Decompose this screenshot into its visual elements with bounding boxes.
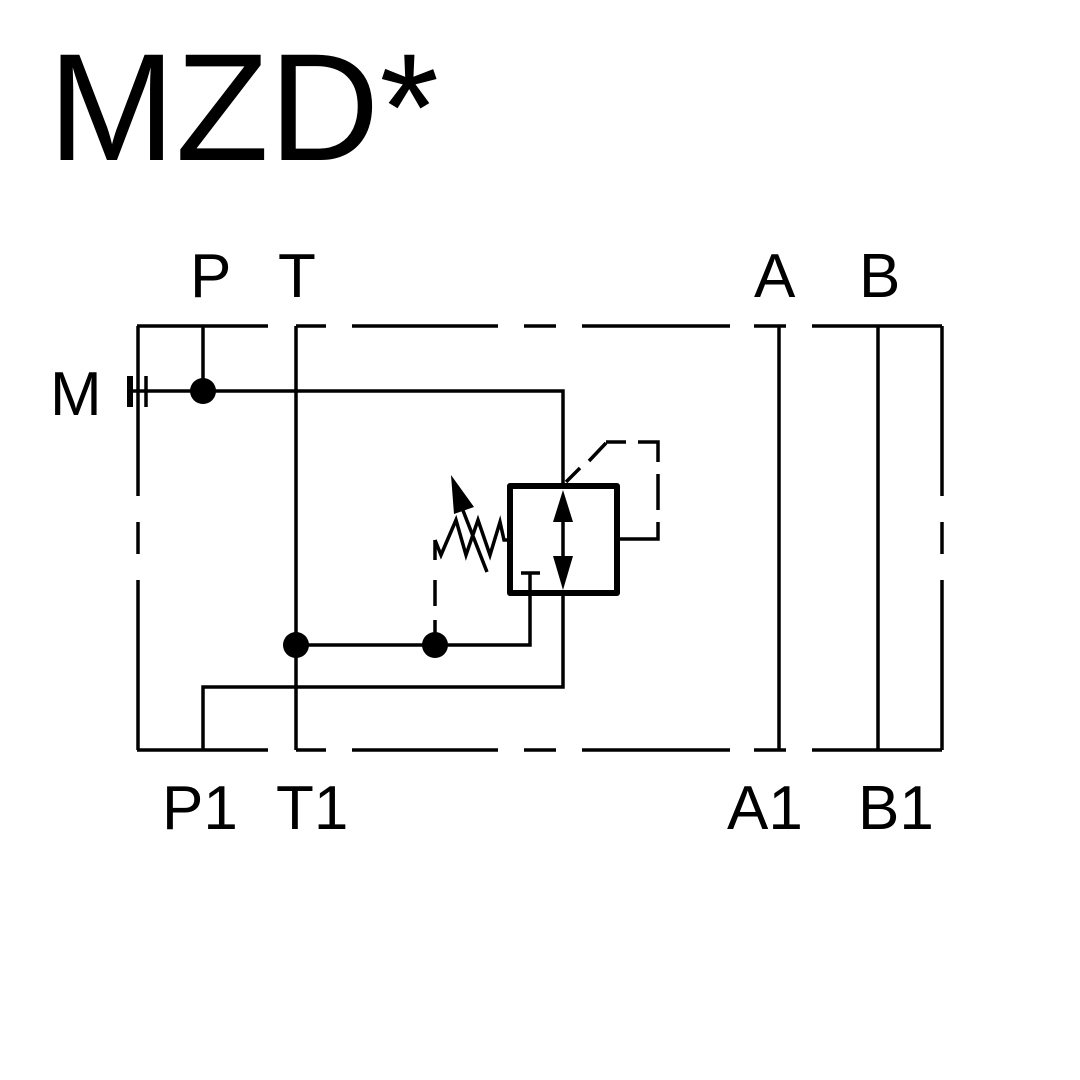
flow-arrow-icon [553, 490, 573, 590]
junction-dot-p [190, 378, 216, 404]
port-label-t: T [278, 242, 316, 311]
line-valve-to-p1 [201, 593, 565, 750]
port-label-b1: B1 [858, 774, 934, 843]
drain-line [296, 573, 532, 647]
pilot-line-dashed [564, 440, 660, 541]
port-label-p1: P1 [162, 774, 238, 843]
port-label-t1: T1 [276, 774, 348, 843]
junction-dot-t [283, 632, 309, 658]
adjustable-spring-icon [433, 475, 510, 573]
port-label-p: P [190, 242, 231, 311]
port-label-a: A [754, 242, 796, 311]
port-label-b: B [859, 242, 900, 311]
port-label-a1: A1 [727, 774, 803, 843]
gauge-port-label: M [50, 360, 102, 429]
line-p-to-valve [130, 389, 565, 486]
model-title: MZD* [48, 22, 439, 193]
gauge-port-icon [127, 376, 148, 407]
